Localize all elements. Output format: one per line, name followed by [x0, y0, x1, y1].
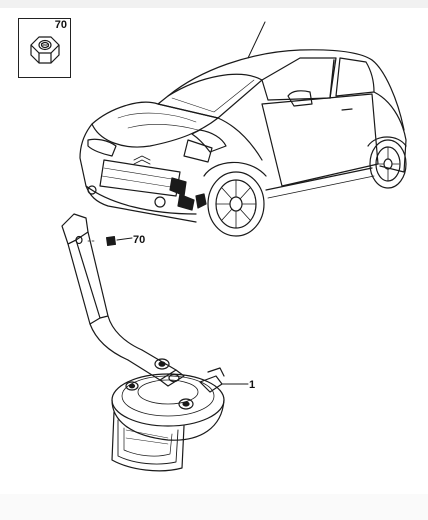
top-band — [0, 0, 428, 8]
fastener-reference-box: 70 — [18, 18, 71, 78]
nut-marker — [87, 235, 133, 247]
nut-callout-label: 70 — [133, 234, 146, 246]
horn-callout-label: 1 — [249, 379, 256, 391]
horn-bracket — [61, 213, 185, 387]
bottom-band — [0, 494, 428, 520]
car-illustration — [79, 21, 407, 237]
hex-nut-icon — [30, 36, 60, 64]
horn-unit — [111, 367, 249, 472]
fastener-ref-label: 70 — [54, 19, 67, 31]
